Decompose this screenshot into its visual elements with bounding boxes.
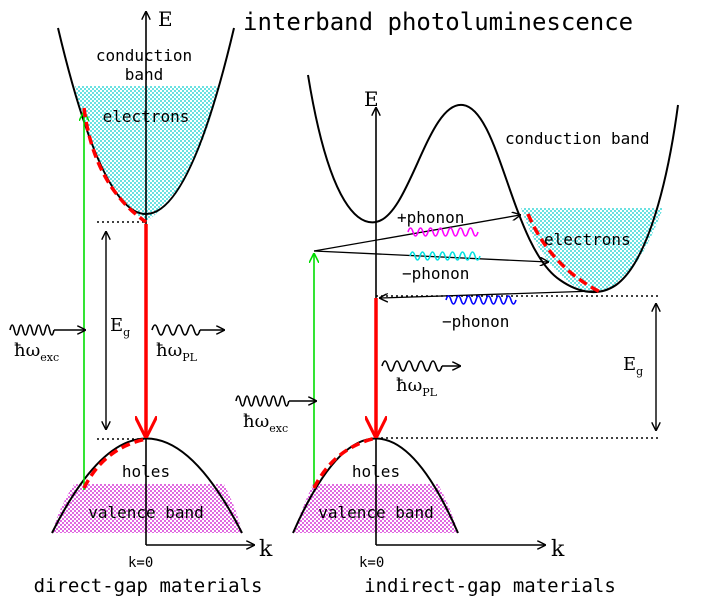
direct-k-axis-label: k (259, 537, 273, 562)
indirect-k-axis-label: k (551, 537, 565, 562)
indirect-minus-phonon-wave-absorb-icon (409, 251, 481, 261)
direct-k-zero-label: k=0 (128, 555, 153, 571)
indirect-energy-axis-label: E (364, 87, 379, 111)
direct-excitation-photon-wave-icon (9, 324, 55, 336)
indirect-minus-phonon-label-1: −phonon (402, 264, 469, 283)
indirect-plus-phonon-label: +phonon (397, 208, 464, 227)
direct-electron-relaxation-path (82, 107, 147, 224)
direct-emission-photon-wave-icon (151, 324, 201, 336)
indirect-gap-label: Eg (623, 354, 643, 378)
indirect-minus-phonon-label-2: −phonon (442, 312, 509, 331)
indirect-electron-fill (521, 208, 663, 293)
indirect-k-zero-label: k=0 (359, 555, 384, 571)
direct-gap-panel: Eg ħωexc ħωPL E k k=0 conduction band el… (9, 7, 273, 597)
indirect-valence-band-label: valence band (318, 503, 434, 522)
indirect-hole-relaxation-path (312, 436, 377, 489)
direct-conduction-label: conduction (96, 46, 192, 65)
indirect-plus-phonon-wave-icon (407, 227, 479, 237)
indirect-minus-phonon-scatter-arrow (313, 250, 548, 262)
indirect-minus-phonon-wave-emit-icon (445, 295, 517, 305)
indirect-excitation-photon-wave-icon (235, 395, 290, 407)
direct-hole-fill (52, 484, 242, 533)
indirect-electrons-label: electrons (544, 230, 631, 249)
direct-electron-fill (75, 86, 219, 222)
indirect-caption: indirect-gap materials (364, 575, 616, 597)
diagram-title: interband photoluminescence (243, 8, 633, 36)
indirect-conduction-band-label: conduction band (505, 129, 650, 148)
direct-valence-band-label: valence band (88, 503, 204, 522)
direct-energy-axis-label: E (158, 7, 173, 31)
direct-electrons-label: electrons (103, 107, 190, 126)
indirect-holes-label: holes (352, 462, 400, 481)
direct-emission-label: ħωPL (156, 340, 198, 364)
indirect-excitation-label: ħωexc (243, 411, 288, 435)
indirect-emission-photon-wave-icon (381, 360, 443, 372)
direct-gap-label: Eg (110, 315, 130, 339)
indirect-conduction-band-curve (307, 74, 679, 293)
direct-holes-label: holes (122, 462, 170, 481)
indirect-gap-panel: Eg ħωexc ħωPL E k k=0 conduction band el… (235, 74, 679, 597)
indirect-emission-label: ħωPL (396, 375, 438, 399)
direct-hole-relaxation-path (82, 437, 147, 489)
direct-caption: direct-gap materials (34, 575, 263, 597)
direct-excitation-label: ħωexc (14, 340, 59, 364)
direct-band-label: band (125, 65, 164, 84)
indirect-recombination-phonon-arrow (380, 290, 597, 298)
